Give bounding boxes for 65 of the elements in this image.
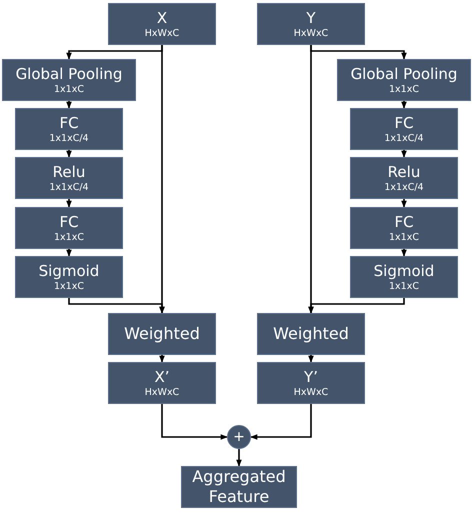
node-title: FC — [59, 212, 79, 230]
node-title: Y’ — [304, 368, 318, 386]
process-box — [108, 313, 216, 355]
arrow — [250, 404, 312, 440]
dimension-text: HxWxC — [294, 28, 328, 40]
dimension-text: HxWxC — [144, 28, 180, 40]
process-box — [2, 59, 136, 101]
sum-circle — [227, 425, 251, 449]
dimension-text: HxWxC — [144, 386, 180, 398]
arrow — [161, 404, 228, 440]
process-box — [337, 59, 471, 101]
process-box — [15, 256, 123, 298]
process-box — [108, 3, 216, 45]
node-title: Sigmoid — [374, 262, 434, 280]
dimension-text: 1x1xC/4 — [49, 132, 89, 144]
arrow — [66, 101, 72, 109]
arrow — [66, 199, 72, 208]
dimension-text: 1x1xC — [389, 232, 419, 244]
process-box — [15, 108, 123, 150]
node-title: Relu — [52, 162, 86, 180]
process-box — [181, 466, 297, 508]
process-box — [257, 3, 365, 45]
node-title: X’ — [154, 368, 170, 386]
node-title: Weighted — [124, 324, 200, 344]
node-title: FC — [59, 114, 79, 132]
dimension-text: 1x1xC/4 — [384, 132, 424, 144]
process-box — [15, 157, 123, 199]
arrow — [236, 449, 242, 467]
node-title: Global Pooling — [350, 64, 458, 82]
process-box — [15, 207, 123, 249]
arrow — [159, 355, 165, 363]
node-title: Relu — [388, 162, 420, 180]
dimension-text: HxWxC — [294, 386, 328, 398]
dimension-text: 1x1xC — [54, 232, 84, 244]
node-title: X — [156, 8, 168, 26]
dimension-text: 1x1xC/4 — [384, 182, 424, 194]
process-box — [108, 362, 216, 404]
dimension-text: 1x1xC — [54, 84, 84, 96]
process-box — [350, 256, 458, 298]
node-title: FC — [394, 114, 414, 132]
node-title: Sigmoid — [38, 262, 100, 280]
dimension-text: 1x1xC — [389, 84, 419, 96]
dimension-text: 1x1xC/4 — [49, 182, 89, 194]
arrow — [401, 150, 407, 158]
arrow — [401, 199, 407, 208]
arrow — [308, 298, 405, 314]
dimension-text: 1x1xC — [54, 280, 84, 292]
node-title: Y — [306, 8, 316, 26]
node-title: Global Pooling — [16, 64, 122, 82]
arrow — [401, 249, 407, 257]
node-title: Weighted — [273, 324, 349, 344]
process-box — [350, 108, 458, 150]
process-box — [350, 157, 458, 199]
arrow — [308, 355, 314, 363]
arrow — [401, 101, 407, 109]
arrow — [66, 249, 72, 257]
process-box — [350, 207, 458, 249]
process-box — [257, 313, 365, 355]
dimension-text: 1x1xC — [389, 280, 419, 292]
arrow — [68, 298, 165, 314]
node-title: Aggregated Feature — [191, 467, 287, 507]
process-box — [257, 362, 365, 404]
node-title: FC — [394, 212, 414, 230]
arrow — [66, 150, 72, 158]
plus-sign: + — [233, 428, 245, 447]
